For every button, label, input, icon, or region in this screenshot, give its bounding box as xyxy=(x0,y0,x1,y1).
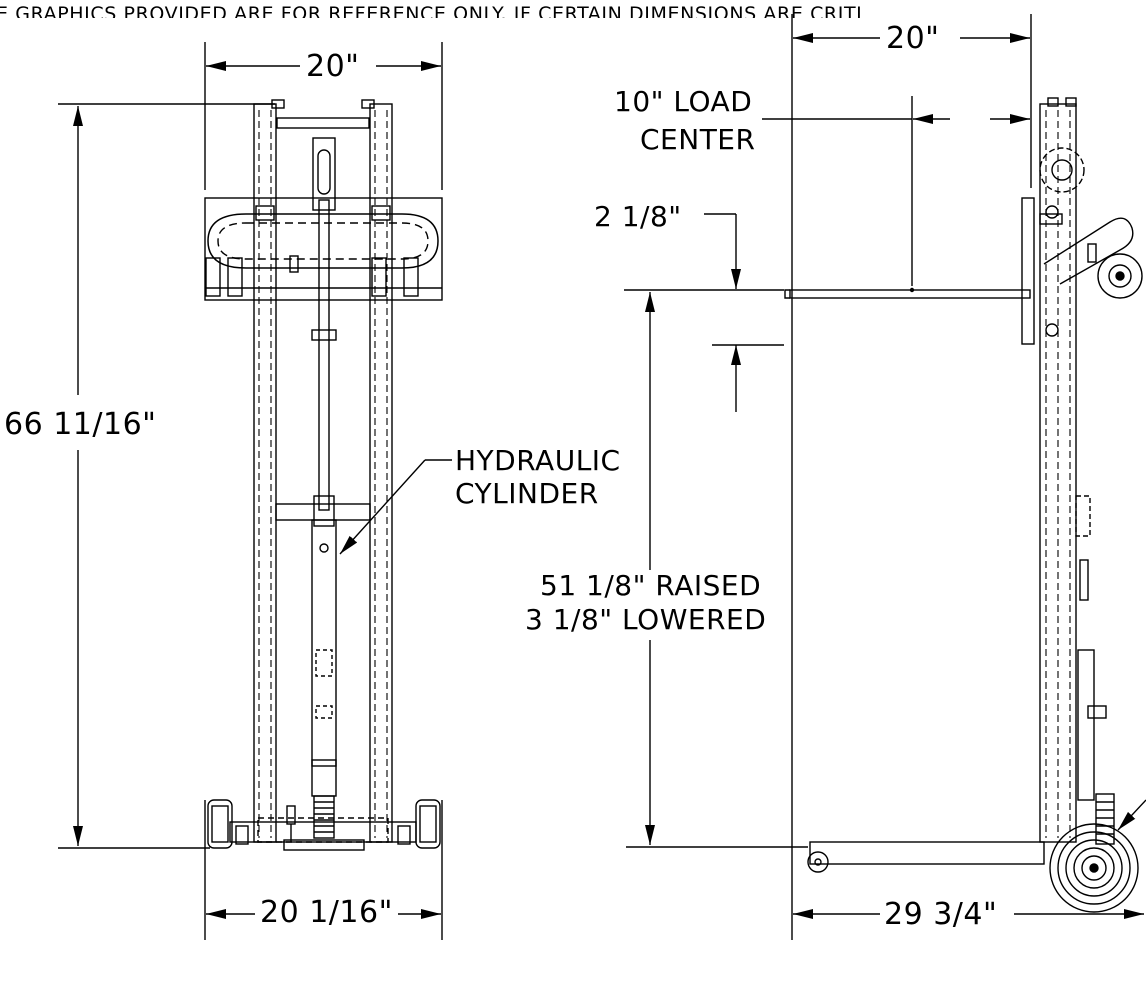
load-center-label-line2: CENTER xyxy=(640,123,756,156)
front-overall-height-label: 66 11/16" xyxy=(4,407,157,442)
side-top-width-label: 20" xyxy=(882,24,944,54)
side-handle-grip xyxy=(1097,253,1143,299)
side-rear-wheel xyxy=(1049,823,1139,913)
front-carriage-plate xyxy=(204,197,443,301)
front-spring xyxy=(313,795,335,839)
side-top-pulley xyxy=(1039,147,1085,193)
front-cross-brace xyxy=(275,503,371,521)
front-right-wheel xyxy=(415,799,441,849)
hydraulic-label-line1: HYDRAULIC xyxy=(455,444,621,477)
platform-thickness-label: 2 1/8" xyxy=(594,200,682,233)
front-left-wheel xyxy=(207,799,233,849)
overall-length-label: 29 3/4" xyxy=(880,900,1002,930)
front-handle xyxy=(207,213,439,269)
side-base-leg xyxy=(809,841,1045,865)
side-carriage xyxy=(1021,197,1035,345)
front-base-width-label: 20 1/16" xyxy=(256,898,397,928)
side-platform xyxy=(789,289,1031,299)
side-view xyxy=(624,14,1146,940)
side-front-caster xyxy=(807,851,829,873)
front-cylinder-body xyxy=(311,519,337,767)
lift-raised-label: 51 1/8" RAISED xyxy=(536,572,766,600)
front-cylinder-top xyxy=(312,137,336,211)
front-top-width-label: 20" xyxy=(302,52,364,82)
side-handle xyxy=(1043,217,1134,285)
side-spring xyxy=(1095,793,1115,845)
hydraulic-label-line2: CYLINDER xyxy=(455,477,599,510)
disclaimer-header: E GRAPHICS PROVIDED ARE FOR REFERENCE ON… xyxy=(0,3,863,18)
load-center-label-line1: 10" LOAD xyxy=(614,85,753,118)
front-view xyxy=(58,42,452,940)
lift-lowered-label: 3 1/8" LOWERED xyxy=(521,606,771,634)
